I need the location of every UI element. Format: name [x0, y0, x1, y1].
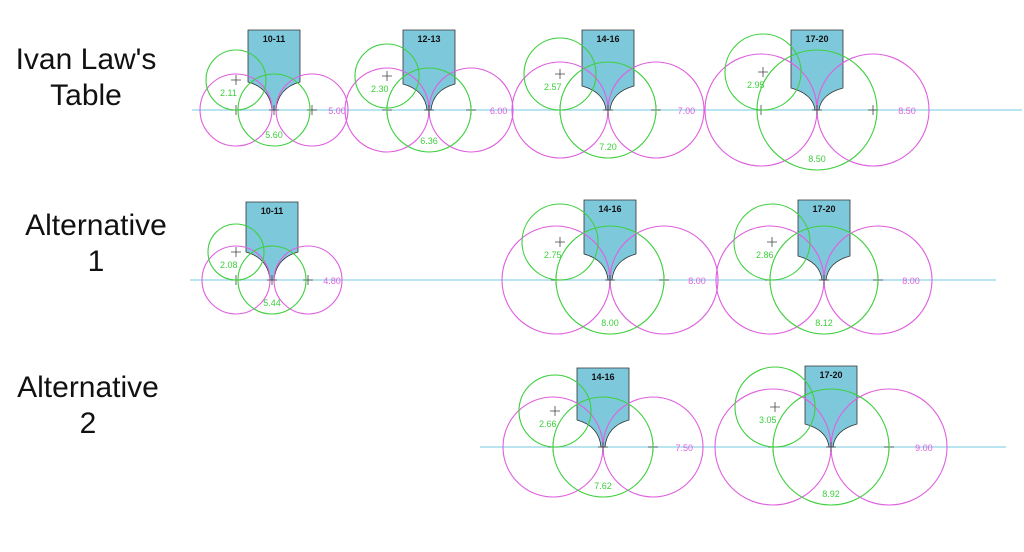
- green-small-value-label: 2.08: [220, 260, 238, 270]
- green-circle-small: [518, 374, 592, 448]
- green-small-value-label: 2.11: [220, 88, 237, 98]
- center-mark: [267, 275, 277, 285]
- magenta-value-label: 8.00: [688, 276, 706, 286]
- row-label-alternative-1: Alternative 1: [0, 208, 196, 280]
- green-small-value-label: 2.66: [539, 419, 557, 429]
- green-small-value-label: 2.75: [544, 250, 562, 260]
- center-mark: [231, 247, 241, 257]
- green-circle-small: [734, 366, 816, 448]
- green-small-value-label: 2.95: [747, 80, 765, 90]
- green-circle-small: [207, 223, 265, 281]
- center-mark: [758, 67, 768, 77]
- green-circle-large: [386, 67, 472, 153]
- row-label-alternative-2: Alternative 2: [0, 370, 188, 442]
- center-mark: [555, 69, 565, 79]
- center-mark: [826, 442, 836, 452]
- magenta-value-label: 8.00: [902, 276, 920, 286]
- center-mark: [269, 105, 279, 115]
- center-mark: [307, 105, 317, 115]
- green-large-value-label: 5.60: [265, 130, 283, 140]
- green-circle-small: [354, 43, 420, 109]
- magenta-value-label: 6.00: [490, 106, 508, 116]
- row-label-line2: Table: [50, 79, 122, 112]
- tool-size-label: 17-20: [819, 370, 842, 380]
- row-label-line2: 1: [87, 245, 105, 278]
- center-mark: [550, 406, 560, 416]
- center-mark: [303, 275, 313, 285]
- green-small-value-label: 2.30: [371, 84, 389, 94]
- center-mark: [603, 105, 613, 115]
- row-label-ivan-law: Ivan Law's Table: [0, 42, 186, 114]
- center-mark: [231, 75, 241, 85]
- row-label-line2: 2: [79, 407, 97, 440]
- magenta-value-label: 4.80: [323, 276, 341, 286]
- row-label-line1: Alternative: [17, 371, 159, 404]
- tool-size-label: 17-20: [812, 204, 835, 214]
- green-large-value-label: 5.44: [263, 298, 281, 308]
- tool-size-label: 17-20: [805, 34, 828, 44]
- center-mark: [770, 402, 780, 412]
- tool-size-label: 14-16: [596, 34, 619, 44]
- green-small-value-label: 2.86: [756, 250, 774, 260]
- center-mark: [767, 237, 777, 247]
- tool-size-label: 14-16: [598, 204, 621, 214]
- green-circle-small: [205, 49, 267, 111]
- green-large-value-label: 8.50: [808, 154, 826, 164]
- tool-size-label: 14-16: [591, 372, 614, 382]
- green-circle-small: [733, 203, 811, 281]
- center-mark: [555, 237, 565, 247]
- magenta-value-label: 7.50: [676, 443, 694, 453]
- row-label-line1: Alternative: [25, 209, 167, 242]
- center-mark: [598, 442, 608, 452]
- green-large-value-label: 8.12: [815, 318, 833, 328]
- center-mark: [812, 105, 822, 115]
- row-label-line1: Ivan Law's: [15, 43, 157, 76]
- center-mark: [868, 105, 878, 115]
- magenta-value-label: 8.50: [898, 106, 916, 116]
- tool-size-label: 10-11: [261, 206, 284, 216]
- magenta-value-label: 9.00: [915, 443, 933, 453]
- tool-size-label: 10-11: [263, 34, 286, 44]
- green-large-value-label: 8.00: [601, 318, 619, 328]
- green-large-value-label: 6.36: [420, 136, 438, 146]
- magenta-value-label: 7.00: [678, 106, 696, 116]
- green-large-value-label: 7.20: [599, 142, 617, 152]
- magenta-value-label: 5.00: [328, 106, 346, 116]
- green-small-value-label: 3.05: [759, 415, 777, 425]
- green-circle-small: [724, 33, 802, 111]
- center-mark: [382, 71, 392, 81]
- green-circle-small: [523, 37, 597, 111]
- center-mark: [605, 275, 615, 285]
- green-large-value-label: 7.62: [594, 481, 612, 491]
- green-circle-small: [521, 203, 599, 281]
- center-mark: [819, 275, 829, 285]
- green-small-value-label: 2.57: [544, 82, 562, 92]
- center-mark: [424, 105, 434, 115]
- green-large-value-label: 8.92: [822, 489, 840, 499]
- tool-size-label: 12-13: [417, 34, 440, 44]
